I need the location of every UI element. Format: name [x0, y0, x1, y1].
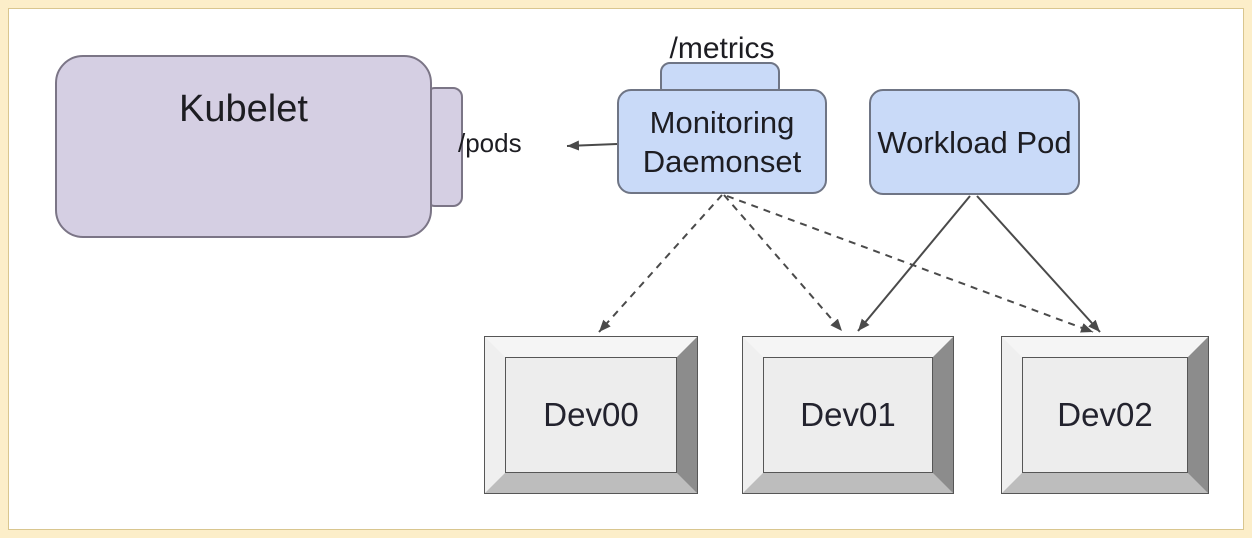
edge-monitoring-to-dev00: [598, 194, 723, 333]
kubelet-label: Kubelet: [179, 88, 308, 130]
edge-monitoring-to-dev01: [723, 194, 843, 332]
workload-pod-label: Workload Pod: [877, 124, 1072, 160]
monitoring-daemonset-label: Monitoring Daemonset: [642, 104, 802, 179]
edge-monitoring-to-kubelet-pods: [566, 140, 618, 151]
monitoring-daemonset-node: Monitoring Daemonset: [617, 89, 827, 194]
device-dev02-face: Dev02: [1023, 358, 1187, 472]
device-dev00: Dev00: [485, 337, 697, 493]
device-dev01-face: Dev01: [764, 358, 932, 472]
pods-endpoint-label: /pods: [458, 128, 522, 158]
device-dev01: Dev01: [743, 337, 953, 493]
device-dev00-label: Dev00: [543, 396, 639, 433]
kubelet-node: Kubelet: [55, 55, 432, 238]
device-dev00-face: Dev00: [506, 358, 676, 472]
metrics-endpoint-label: /metrics: [669, 32, 775, 65]
edge-monitoring-to-dev02: [726, 195, 1094, 333]
device-dev02-label: Dev02: [1057, 396, 1153, 433]
device-dev01-label: Dev01: [800, 396, 896, 433]
edge-workload-to-dev01: [857, 195, 971, 332]
device-dev02: Dev02: [1002, 337, 1208, 493]
workload-pod-node: Workload Pod: [869, 89, 1080, 195]
edge-workload-to-dev02: [976, 195, 1101, 333]
